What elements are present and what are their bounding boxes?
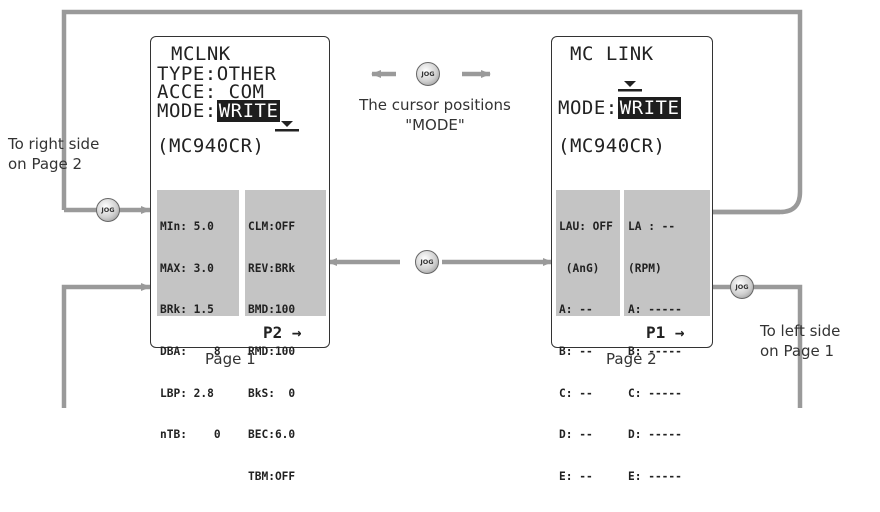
page1-left-rows: MIn: 5.0 MAX: 3.0 BRk: 1.5 DBA: 8 LBP: 2… bbox=[160, 192, 221, 470]
page1-title: MCLNK bbox=[171, 43, 231, 65]
page1-mode-label: MODE: bbox=[157, 100, 217, 122]
page1-type-value: OTHER bbox=[216, 63, 277, 85]
cursor-note-line1: The cursor positions bbox=[359, 96, 511, 114]
page2-screen: MC LINK MODE:WRITE (MC940CR) LAU: OFF (A… bbox=[551, 36, 713, 483]
jog-right-icon: JOG bbox=[730, 275, 754, 299]
page2-row-a-left: A: -- bbox=[559, 303, 593, 317]
page1-cursor-icon bbox=[275, 121, 299, 132]
page1-acce-row: ACCE: COM bbox=[157, 83, 264, 102]
page1-next-page: P2 → bbox=[263, 323, 302, 342]
page2-row-rpm: (RPM) bbox=[628, 261, 662, 275]
page2-row-b-right: B: ----- bbox=[628, 344, 682, 358]
page1-left-panel bbox=[157, 190, 239, 316]
note-right-line2: on Page 1 bbox=[760, 342, 835, 360]
page2-row-c-right: C: ----- bbox=[628, 386, 682, 400]
note-to-right-side: To right side on Page 2 bbox=[8, 134, 99, 174]
page2-next-page: P1 → bbox=[646, 323, 685, 342]
page2-model: (MC940CR) bbox=[558, 135, 666, 157]
page2-left-panel bbox=[556, 190, 620, 316]
page2-row-d-left: D: -- bbox=[559, 428, 593, 442]
page2-row-ang: (AnG) bbox=[559, 261, 600, 275]
note-to-left-side: To left side on Page 1 bbox=[760, 321, 840, 361]
page2-mode-row: MODE:WRITE bbox=[558, 97, 682, 119]
page2-cursor-icon bbox=[618, 81, 642, 92]
page2-left-rows: LAU: OFF (AnG) A: -- B: -- C: -- D: -- E… bbox=[559, 192, 613, 512]
page1-mode-row: MODE:WRITE bbox=[157, 100, 281, 122]
jog-cursor-icon: JOG bbox=[416, 62, 440, 86]
page1-caption: Page 1 bbox=[205, 350, 256, 368]
page1-row-dba: DBA: 8 bbox=[160, 344, 221, 358]
page1-row-rmd: RMD:100 bbox=[248, 344, 296, 358]
page2-caption: Page 2 bbox=[606, 350, 657, 368]
page2-right-panel bbox=[624, 190, 710, 316]
page1-acce-value: COM bbox=[216, 81, 265, 103]
page2-row-la: LA : -- bbox=[628, 219, 676, 233]
page1-row-bks: BkS: 0 bbox=[248, 386, 296, 400]
page1-mode-value: WRITE bbox=[216, 100, 281, 122]
page1-row-bec: BEC:6.0 bbox=[248, 428, 296, 442]
connector-lines bbox=[61, 9, 803, 408]
page1-row-rev: REV:BRk bbox=[248, 261, 296, 275]
page1-model: (MC940CR) bbox=[157, 135, 265, 157]
arrow-to-page1-ntb bbox=[61, 283, 151, 408]
page2-row-e-left: E: -- bbox=[559, 470, 593, 484]
page1-type-row: TYPE:OTHER bbox=[157, 65, 276, 84]
loop-top-line bbox=[61, 9, 803, 215]
page2-mode-value: WRITE bbox=[617, 97, 682, 119]
page2-row-a-right: A: ----- bbox=[628, 303, 682, 317]
page1-row-clm: CLM:OFF bbox=[248, 219, 296, 233]
page1-row-max: MAX: 3.0 bbox=[160, 261, 214, 275]
page1-acce-label: ACCE: bbox=[157, 81, 217, 103]
page1-type-label: TYPE: bbox=[157, 63, 217, 85]
cursor-note: The cursor positions "MODE" bbox=[344, 95, 526, 135]
jog-left-icon: JOG bbox=[96, 198, 120, 222]
page2-row-c-left: C: -- bbox=[559, 386, 593, 400]
page1-row-ntb: nTB: 0 bbox=[160, 428, 221, 442]
page2-row-d-right: D: ----- bbox=[628, 428, 682, 442]
page1-row-brk: BRk: 1.5 bbox=[160, 303, 214, 317]
page2-row-b-left: B: -- bbox=[559, 344, 593, 358]
page2-mode-label: MODE: bbox=[558, 97, 618, 119]
page1-row-bmd: BMD:100 bbox=[248, 303, 296, 317]
page1-row-min: MIn: 5.0 bbox=[160, 219, 214, 233]
page2-row-e-right: E: ----- bbox=[628, 470, 682, 484]
page2-row-lau: LAU: OFF bbox=[559, 219, 613, 233]
note-left-line1: To right side bbox=[8, 135, 100, 153]
page1-row-lbp: LBP: 2.8 bbox=[160, 386, 214, 400]
note-left-line2: on Page 2 bbox=[8, 155, 83, 173]
cursor-note-line2: "MODE" bbox=[405, 116, 465, 134]
jog-middle-icon: JOG bbox=[415, 250, 439, 274]
page2-title: MC LINK bbox=[570, 43, 654, 65]
page1-screen: MCLNK TYPE:OTHER ACCE: COM MODE:WRITE (M… bbox=[150, 36, 330, 483]
page1-right-panel bbox=[245, 190, 326, 316]
page1-row-tbm: TBM:OFF bbox=[248, 470, 296, 484]
note-right-line1: To left side bbox=[760, 322, 841, 340]
